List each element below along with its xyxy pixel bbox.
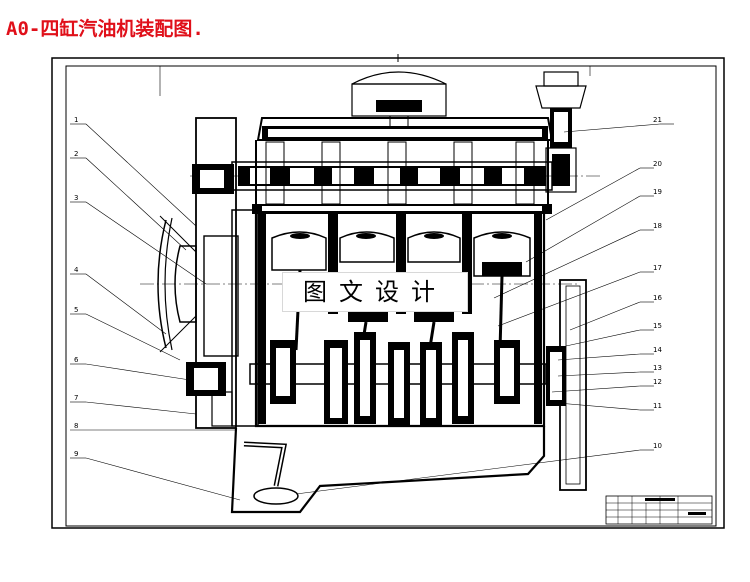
inner-frame-border — [65, 65, 717, 527]
crankshaft — [249, 332, 547, 426]
flywheel-housing — [546, 279, 587, 491]
part-label-5: 5 — [74, 306, 78, 314]
part-label-19: 19 — [653, 188, 662, 196]
oil-pan — [230, 426, 546, 514]
oil-pickup — [243, 441, 299, 505]
drawing-title: A0-四缸汽油机装配图. — [6, 18, 204, 40]
part-label-20: 20 — [653, 160, 662, 168]
air-filter — [351, 54, 447, 129]
title-block — [605, 495, 713, 525]
part-label-4: 4 — [74, 266, 79, 274]
outer-sheet-border — [51, 57, 725, 529]
part-label-10: 10 — [653, 442, 662, 450]
part-label-21: 21 — [653, 116, 662, 124]
front-assembly — [157, 117, 259, 429]
part-label-18: 18 — [653, 222, 662, 230]
part-label-9: 9 — [74, 450, 78, 458]
part-label-11: 11 — [653, 402, 662, 410]
head-gasket-gap — [262, 206, 542, 211]
part-label-16: 16 — [653, 294, 662, 302]
part-label-17: 17 — [653, 264, 662, 272]
part-label-7: 7 — [74, 394, 78, 402]
distributor — [535, 71, 587, 193]
part-label-12: 12 — [653, 378, 662, 386]
part-label-8: 8 — [74, 422, 78, 430]
camshaft — [231, 141, 553, 205]
part-label-15: 15 — [653, 322, 662, 330]
part-label-1: 1 — [74, 116, 78, 124]
part-label-3: 3 — [74, 194, 78, 202]
leaders-right — [295, 123, 674, 495]
part-label-6: 6 — [74, 356, 79, 364]
part-label-2: 2 — [74, 150, 78, 158]
part-label-14: 14 — [653, 346, 662, 354]
part-label-13: 13 — [653, 364, 662, 372]
leaders-left — [70, 123, 241, 501]
watermark-label: 图文设计 — [282, 272, 468, 312]
valve-cover — [256, 117, 554, 141]
